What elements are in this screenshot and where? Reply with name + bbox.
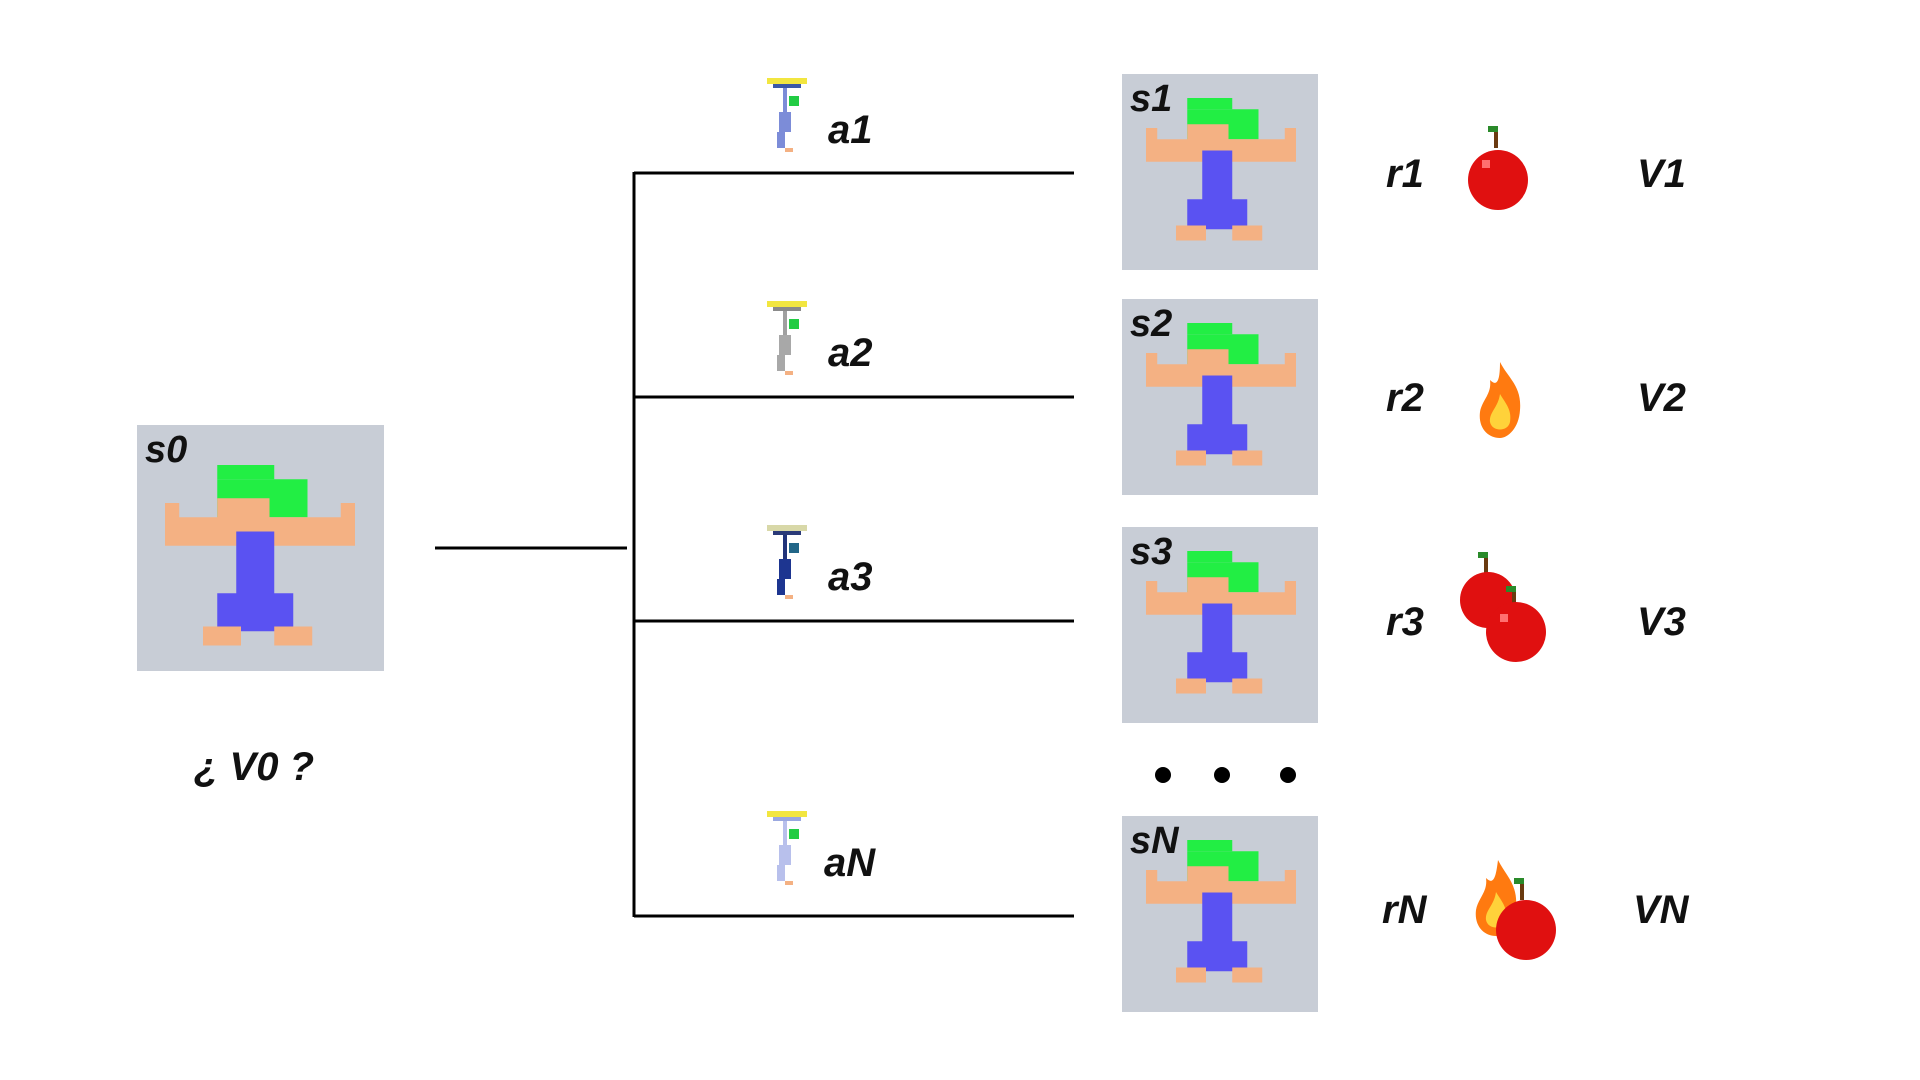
agent-sprite <box>1146 840 1296 983</box>
state-2-label: s2 <box>1130 303 1173 345</box>
fire-icon <box>1479 362 1521 438</box>
root-state-label: s0 <box>145 429 188 471</box>
action-2-icon <box>767 301 807 375</box>
state-1-label: s1 <box>1130 78 1173 120</box>
value-1-label: V1 <box>1637 152 1686 196</box>
state-2: s2 <box>1122 299 1318 495</box>
action-3-icon <box>767 525 807 599</box>
two-apples-icon <box>1460 552 1546 662</box>
action-2-label: a2 <box>828 331 873 375</box>
reward-n-label: rN <box>1382 888 1427 932</box>
action-3-label: a3 <box>828 555 873 599</box>
reward-1-label: r1 <box>1386 152 1424 196</box>
agent-sprite <box>1146 98 1296 241</box>
fire-and-apple-icon <box>1475 860 1556 960</box>
value-2-label: V2 <box>1637 376 1686 420</box>
reward-3-label: r3 <box>1386 600 1424 644</box>
state-n: sN <box>1122 816 1318 1012</box>
ellipsis-dots <box>1155 767 1296 783</box>
root-state: s0 <box>137 425 384 671</box>
state-3: s3 <box>1122 527 1318 723</box>
action-1-icon <box>767 78 807 152</box>
action-1-label: a1 <box>828 108 873 152</box>
state-1: s1 <box>1122 74 1318 270</box>
value-n-label: VN <box>1633 888 1689 932</box>
state-n-label: sN <box>1130 820 1179 862</box>
action-n-icon <box>767 811 807 885</box>
state-3-label: s3 <box>1130 531 1173 573</box>
agent-sprite <box>165 465 355 646</box>
value-3-label: V3 <box>1637 600 1686 644</box>
agent-sprite <box>1146 323 1296 466</box>
reward-2-label: r2 <box>1386 376 1424 420</box>
root-value-question: ¿ V0 ? <box>194 745 315 789</box>
apple-icon <box>1468 126 1528 210</box>
agent-sprite <box>1146 551 1296 694</box>
action-n-label: aN <box>824 841 876 885</box>
